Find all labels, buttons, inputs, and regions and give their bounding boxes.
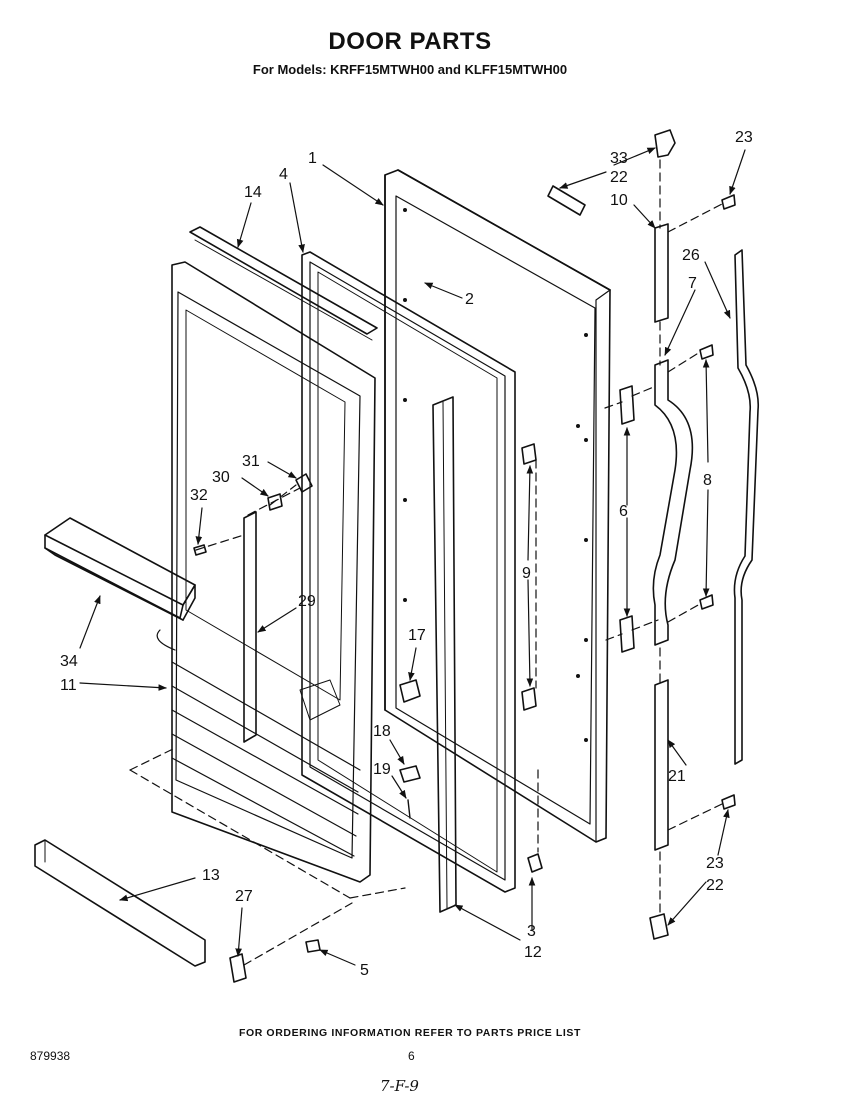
callout-32: 32 bbox=[190, 487, 208, 504]
door-handle-7 bbox=[652, 359, 694, 646]
callout-7: 7 bbox=[688, 275, 697, 292]
callout-13: 13 bbox=[202, 867, 220, 884]
handle-bracket-10 bbox=[654, 223, 669, 323]
callout-1: 1 bbox=[308, 150, 317, 167]
handle-end-caps-6 bbox=[619, 385, 635, 653]
callout-31: 31 bbox=[242, 453, 260, 470]
page-title: DOOR PARTS bbox=[328, 28, 492, 55]
hinge-side-trim bbox=[432, 396, 457, 913]
callout-22-top: 22 bbox=[610, 169, 628, 186]
leader-arrows bbox=[79, 147, 746, 966]
callout-6: 6 bbox=[619, 503, 628, 520]
callout-2: 2 bbox=[465, 291, 474, 308]
document-number: 879938 bbox=[30, 1049, 71, 1063]
callout-9: 9 bbox=[522, 565, 531, 582]
screw-5 bbox=[305, 939, 321, 953]
callout-26: 26 bbox=[682, 247, 700, 264]
handwritten-note: 7-F-9 bbox=[380, 1077, 419, 1095]
ordering-info-note: FOR ORDERING INFORMATION REFER TO PARTS … bbox=[238, 1027, 582, 1039]
callout-12: 12 bbox=[524, 944, 542, 961]
callout-labels: 1 2 3 4 5 6 7 8 9 10 11 12 13 14 17 18 1… bbox=[60, 129, 753, 979]
callout-22-bottom: 22 bbox=[706, 877, 724, 894]
assembly-dashed-lines bbox=[129, 159, 723, 966]
callout-8: 8 bbox=[703, 472, 712, 489]
models-subtitle: For Models: KRFF15MTWH00 and KLFF15MTWH0… bbox=[252, 62, 568, 77]
center-hardware bbox=[399, 679, 421, 819]
callout-10: 10 bbox=[610, 192, 628, 209]
top-trim-strip bbox=[189, 226, 378, 341]
lower-bracket-21 bbox=[654, 679, 669, 851]
callout-17: 17 bbox=[408, 627, 426, 644]
door-liner bbox=[171, 261, 376, 883]
callout-30: 30 bbox=[212, 469, 230, 486]
outer-door-panel bbox=[384, 169, 611, 843]
door-shelf-bin bbox=[44, 517, 196, 651]
callout-14: 14 bbox=[244, 184, 262, 201]
bottom-grille bbox=[34, 839, 206, 967]
callout-19: 19 bbox=[373, 761, 391, 778]
callout-11: 11 bbox=[60, 677, 77, 694]
callout-34: 34 bbox=[60, 653, 78, 670]
callout-5: 5 bbox=[360, 962, 369, 979]
grille-clip bbox=[229, 953, 247, 983]
callout-18: 18 bbox=[373, 723, 391, 740]
callout-21: 21 bbox=[668, 768, 686, 785]
screws bbox=[699, 194, 736, 810]
page-number: 6 bbox=[408, 1049, 415, 1063]
bottom-hinge-cap bbox=[649, 913, 669, 940]
callout-29: 29 bbox=[298, 593, 316, 610]
callout-23-bottom: 23 bbox=[706, 855, 724, 872]
callout-27: 27 bbox=[235, 888, 253, 905]
door-stop-3 bbox=[527, 853, 543, 873]
handle-trim-26 bbox=[733, 249, 760, 765]
callout-23-top: 23 bbox=[735, 129, 753, 146]
top-hinge-cap bbox=[547, 129, 676, 216]
shelf-support-rod bbox=[243, 511, 257, 743]
door-gasket bbox=[301, 251, 516, 893]
callout-33: 33 bbox=[610, 150, 628, 167]
callout-3: 3 bbox=[527, 923, 536, 940]
callout-4: 4 bbox=[279, 166, 288, 183]
